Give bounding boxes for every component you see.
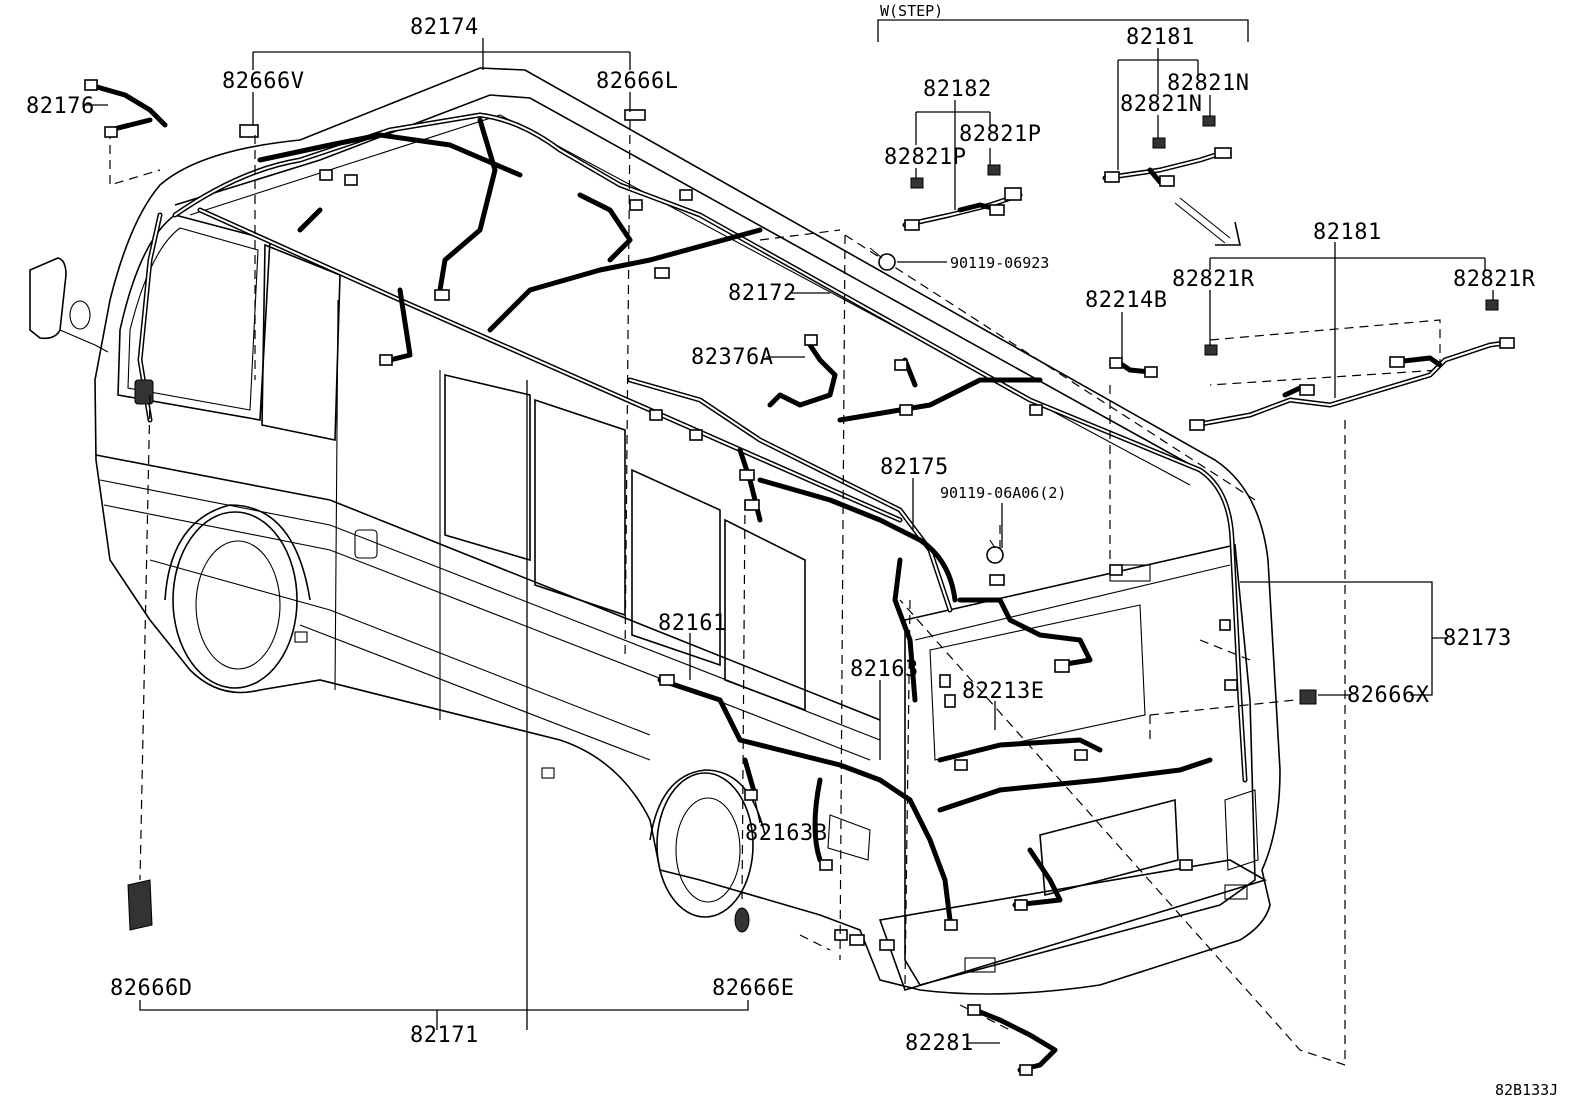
label-90119-06A06: 90119-06A06(2) <box>940 484 1066 502</box>
label-82176: 82176 <box>26 94 95 119</box>
grommet-82666E <box>734 907 750 933</box>
part-82176-harness <box>84 79 168 138</box>
connectors <box>134 109 1238 951</box>
label-82175: 82175 <box>880 455 949 480</box>
label-82163B: 82163B <box>745 821 827 846</box>
bolt-90119-06923 <box>869 247 896 271</box>
label-82666L: 82666L <box>596 69 678 94</box>
label-82281: 82281 <box>905 1031 974 1056</box>
part-82182-sub-harness <box>902 164 1023 231</box>
bolt-90119-06A06 <box>986 539 1004 564</box>
label-82213E: 82213E <box>962 679 1044 704</box>
label-82181-bottom: 82181 <box>1313 220 1382 245</box>
label-82666E: 82666E <box>712 976 794 1001</box>
label-w-step: W(STEP) <box>880 2 943 20</box>
part-82214B-harness <box>1109 357 1158 378</box>
label-82171: 82171 <box>410 1023 479 1048</box>
label-82821R-b: 82821R <box>1453 267 1536 292</box>
label-82821P-a: 82821P <box>959 122 1041 147</box>
part-82181-bottom-harness <box>1189 299 1515 431</box>
van-body <box>29 67 1281 995</box>
label-82666D: 82666D <box>110 976 192 1001</box>
label-90119-06923: 90119-06923 <box>950 254 1049 272</box>
label-82182: 82182 <box>923 77 992 102</box>
label-82163: 82163 <box>850 657 919 682</box>
label-82172: 82172 <box>728 281 797 306</box>
label-82821N-b: 82821N <box>1120 92 1202 117</box>
part-82281-harness <box>967 1004 1058 1076</box>
label-82181-top: 82181 <box>1126 25 1195 50</box>
label-82666X: 82666X <box>1347 683 1430 708</box>
label-82821R-a: 82821R <box>1172 267 1255 292</box>
direction-arrow <box>1174 197 1241 246</box>
part-labels: 82174 82176 82666V 82666L W(STEP) 82182 … <box>26 2 1558 1099</box>
part-82376A-harness <box>767 334 838 408</box>
reference-lines <box>109 119 1441 1066</box>
label-82161: 82161 <box>658 611 727 636</box>
label-82376A: 82376A <box>691 345 773 370</box>
rear-harness-82175 <box>757 477 1093 703</box>
label-82666V: 82666V <box>222 69 304 94</box>
label-82821N-a: 82821N <box>1167 71 1249 96</box>
leader-lines <box>85 19 1494 1044</box>
diagram-code: 82B133J <box>1495 1081 1558 1099</box>
label-82821P-b: 82821P <box>884 145 966 170</box>
roof-harness-82174 <box>137 112 1248 783</box>
clip-82666X <box>1299 689 1317 705</box>
floor-harness-82171 <box>657 677 1213 923</box>
label-82173: 82173 <box>1443 626 1512 651</box>
label-82214B: 82214B <box>1085 288 1167 313</box>
label-82174: 82174 <box>410 15 479 40</box>
grommet-82666D <box>127 879 153 931</box>
part-82181-top-harness <box>1102 115 1232 187</box>
